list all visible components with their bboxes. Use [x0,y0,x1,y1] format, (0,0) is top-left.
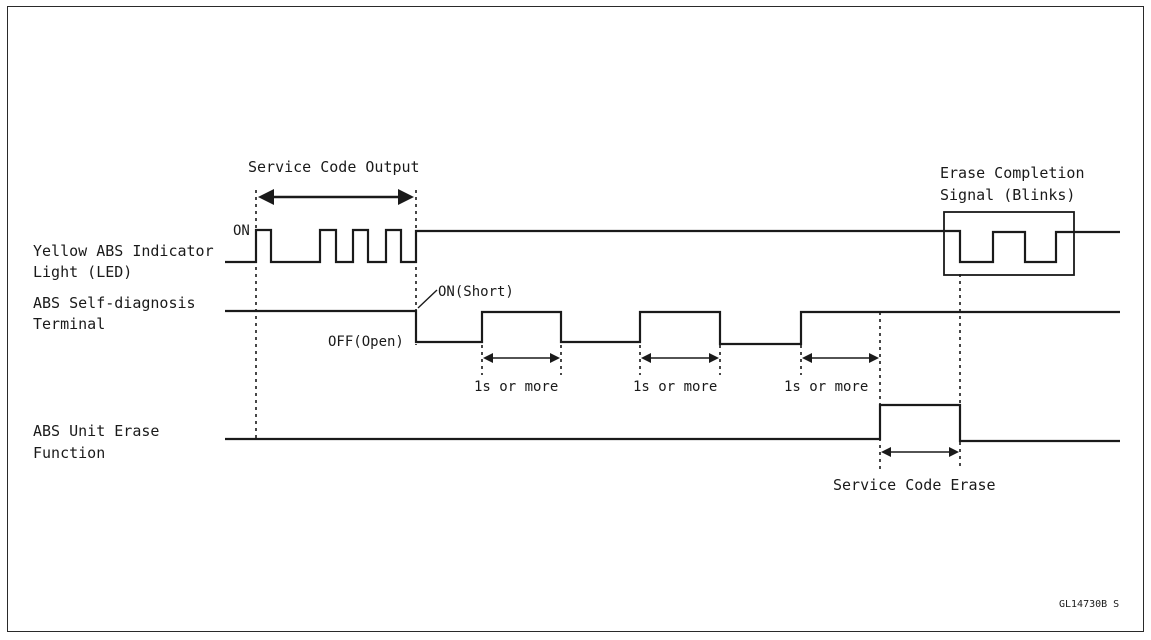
erase-completion-label-line2: Signal (Blinks) [940,186,1076,204]
terminal-on-short-label: ON(Short) [438,284,514,300]
indicator-on-label: ON [233,223,250,239]
self-diagnosis-terminal-waveform [225,309,1120,346]
diagram-frame [7,6,1144,632]
indicator-label-line1: Yellow ABS Indicator [33,242,214,260]
interval-arrow-2 [641,353,719,363]
terminal-label-line1: ABS Self-diagnosis [33,294,196,312]
service-code-erase-arrow [881,447,959,457]
indicator-label-line2: Light (LED) [33,263,133,281]
on-short-leader [417,289,438,309]
service-code-erase-label: Service Code Erase [833,476,996,494]
figure-id: GL14730B S [1059,599,1120,610]
terminal-off-open-label: OFF(Open) [328,334,404,350]
interval-arrow-1 [483,353,560,363]
erase-function-label-line1: ABS Unit Erase [33,422,160,440]
service-code-output-arrow [258,189,414,205]
indicator-light-waveform [225,228,1120,264]
service-code-output-label: Service Code Output [248,158,420,176]
erase-completion-label-line1: Erase Completion [940,164,1085,182]
terminal-label-line2: Terminal [33,315,106,333]
erase-function-label-line2: Function [33,444,106,462]
erase-completion-box [943,211,1075,276]
interval-label-3: 1s or more [784,379,869,395]
erase-function-waveform [225,403,1120,443]
interval-label-2: 1s or more [633,379,718,395]
interval-label-1: 1s or more [474,379,559,395]
interval-arrow-3 [802,353,879,363]
